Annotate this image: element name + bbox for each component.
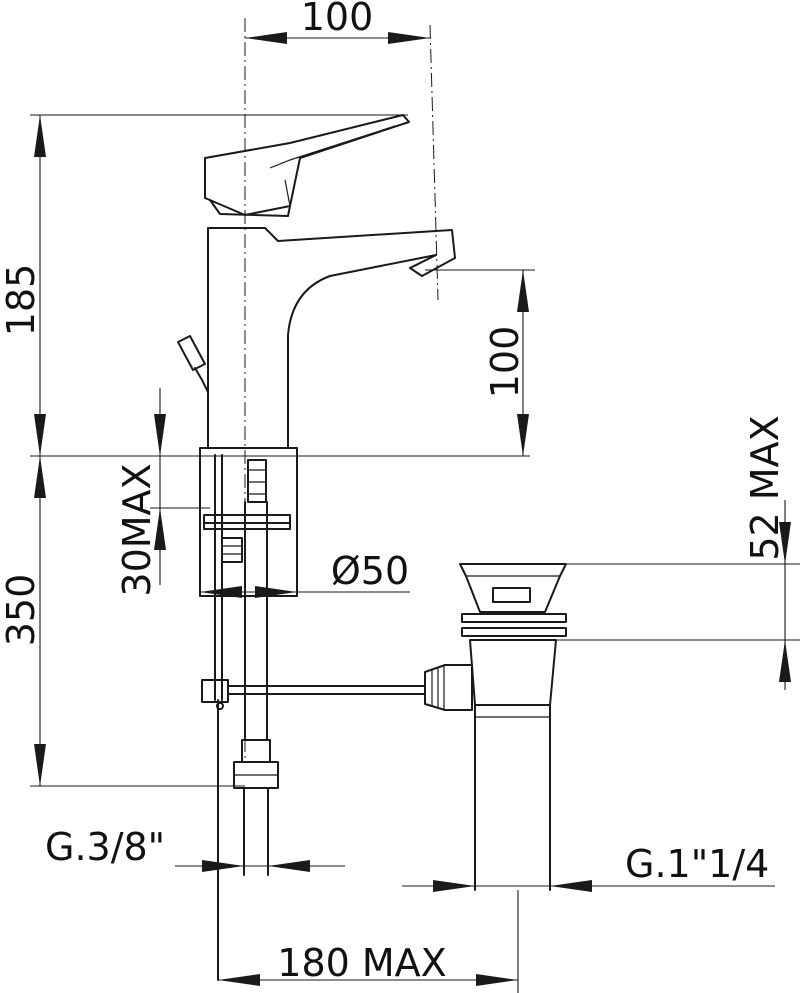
dim-base-thickness-label: 30MAX bbox=[115, 463, 159, 596]
lift-rod bbox=[201, 454, 426, 981]
dim-spout-reach: 100 bbox=[245, 0, 430, 44]
popup-waste bbox=[424, 563, 567, 891]
faucet-base bbox=[199, 447, 298, 597]
dim-base-diameter-label: Ø50 bbox=[331, 549, 409, 593]
lift-rod-knob bbox=[177, 335, 209, 393]
dim-total-height: 185 bbox=[0, 114, 530, 457]
dim-base-diameter: Ø50 bbox=[200, 549, 410, 598]
dim-rod-length-label: 180 MAX bbox=[277, 941, 446, 985]
dim-total-height-label: 185 bbox=[0, 264, 43, 337]
dim-spout-height-label: 100 bbox=[483, 326, 527, 399]
dim-hose-connection-label: G.3/8" bbox=[45, 825, 165, 869]
dim-base-thickness: 30MAX bbox=[115, 388, 210, 597]
dim-hose-connection: G.3/8" bbox=[45, 825, 345, 872]
dim-waste-connection-label: G.1"1/4 bbox=[625, 842, 769, 886]
threaded-stud bbox=[247, 459, 267, 503]
dim-popup-height-label: 52 MAX bbox=[743, 415, 787, 560]
mounting-nut bbox=[203, 514, 291, 563]
dim-spout-reach-label: 100 bbox=[301, 0, 374, 39]
dim-popup-height: 52 MAX bbox=[540, 415, 800, 690]
dim-waste-connection: G.1"1/4 bbox=[402, 842, 775, 892]
cartridge-cap bbox=[209, 199, 291, 217]
spout bbox=[207, 227, 456, 449]
dim-hose-length: 350 bbox=[0, 456, 245, 787]
dim-rod-length: 180 MAX bbox=[218, 890, 519, 993]
faucet-body bbox=[177, 114, 456, 597]
supply-hose bbox=[233, 501, 279, 876]
spout-outlet-centerline bbox=[429, 24, 439, 301]
dim-spout-height: 100 bbox=[425, 269, 535, 456]
lever-handle bbox=[204, 114, 410, 216]
dim-hose-length-label: 350 bbox=[0, 574, 43, 647]
